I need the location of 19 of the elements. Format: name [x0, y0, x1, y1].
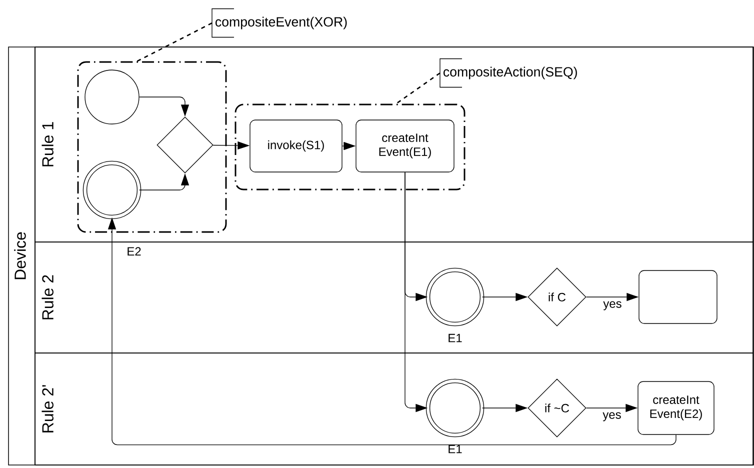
edge-label: yes — [602, 300, 624, 312]
annotation-label: compositeEvent(XOR) — [212, 8, 347, 38]
dash-dot-group — [234, 104, 466, 190]
annotation-label: compositeAction(SEQ) — [440, 58, 577, 88]
double-circle — [426, 378, 484, 438]
gateway-diamond — [156, 116, 214, 174]
event-label: E1 — [446, 332, 464, 344]
dash-dot-group — [77, 61, 227, 233]
event-label: E1 — [446, 444, 464, 455]
edge-label: yes — [601, 410, 623, 423]
start-circle — [84, 70, 140, 124]
edge-label: E2 — [125, 246, 143, 257]
task-box: createInt Event(E1) — [356, 120, 454, 172]
leader-line — [396, 72, 440, 104]
task-box: invoke(S1) — [250, 120, 342, 172]
task-box — [638, 270, 718, 324]
double-circle — [426, 268, 484, 326]
double-circle — [82, 160, 142, 220]
task-box: createInt Event(E2) — [638, 381, 714, 435]
